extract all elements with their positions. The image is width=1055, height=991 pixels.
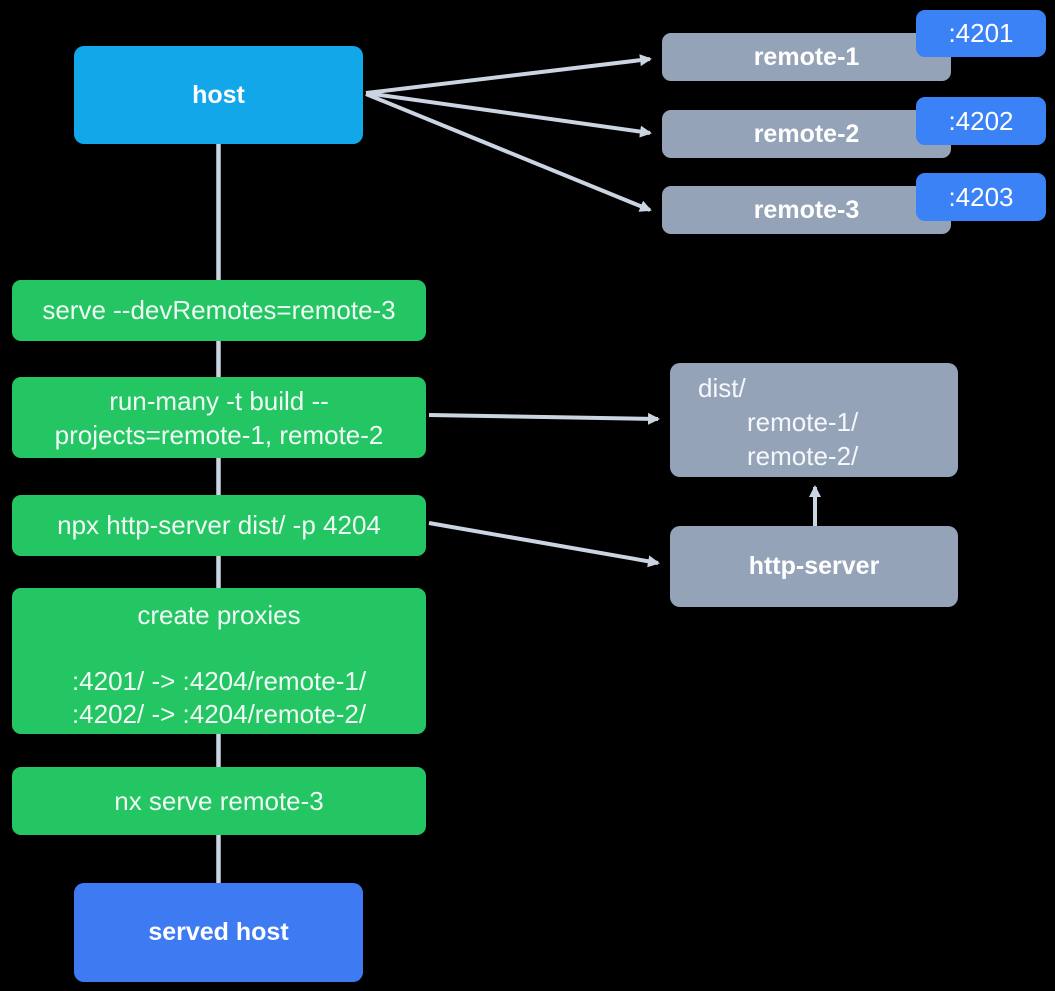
create-proxies-title: create proxies (137, 600, 301, 630)
remote-1-node: remote-1 (662, 33, 951, 81)
proxy-mapping-1: :4201/ -> :4204/remote-1/ (71, 666, 367, 696)
dist-folder-node: dist/ remote-1/ remote-2/ (670, 363, 958, 477)
arrow-host-to-remote-2 (365, 91, 652, 138)
command-serve-devremotes-label: serve --devRemotes=remote-3 (42, 295, 396, 325)
served-host-label: served host (148, 918, 289, 946)
arrow-host-to-remote-1 (365, 54, 652, 95)
dist-folder-remote-2: remote-2/ (747, 441, 859, 471)
port-4202-badge: :4202 (916, 97, 1046, 145)
http-server-node: http-server (670, 526, 958, 607)
command-npx-http-server: npx http-server dist/ -p 4204 (12, 495, 426, 556)
port-4203-badge: :4203 (916, 173, 1046, 221)
command-serve-devremotes: serve --devRemotes=remote-3 (12, 280, 426, 341)
remote-3-node: remote-3 (662, 186, 951, 234)
served-host-node: served host (74, 883, 363, 982)
arrow-runmany-to-dist (428, 412, 660, 425)
http-server-label: http-server (748, 552, 880, 580)
proxy-mapping-2: :4202/ -> :4204/remote-2/ (71, 699, 367, 729)
arrow-npx-to-httpserver (428, 521, 660, 568)
command-create-proxies: create proxies :4201/ -> :4204/remote-1/… (12, 588, 426, 734)
remote-2-node: remote-2 (662, 110, 951, 158)
port-4202-label: :4202 (948, 105, 1014, 136)
command-nx-serve-remote-3: nx serve remote-3 (12, 767, 426, 835)
remote-1-label: remote-1 (753, 42, 860, 71)
command-run-many-line-2: projects=remote-1, remote-2 (54, 419, 384, 450)
dist-folder-root: dist/ (698, 373, 746, 403)
host-label: host (192, 80, 245, 109)
port-4201-label: :4201 (948, 18, 1014, 48)
command-run-many-build: run-many -t build -- projects=remote-1, … (12, 377, 426, 458)
dist-folder-remote-1: remote-1/ (747, 407, 859, 437)
arrow-host-to-remote-3 (365, 92, 652, 212)
port-4201-badge: :4201 (916, 10, 1046, 57)
remote-2-label: remote-2 (753, 119, 860, 148)
port-4203-label: :4203 (948, 181, 1014, 212)
command-nx-serve-remote-3-label: nx serve remote-3 (114, 785, 324, 816)
remote-3-label: remote-3 (753, 195, 860, 224)
host-node: host (74, 46, 363, 144)
command-run-many-line-1: run-many -t build -- (109, 385, 329, 416)
command-npx-http-server-label: npx http-server dist/ -p 4204 (57, 510, 381, 540)
